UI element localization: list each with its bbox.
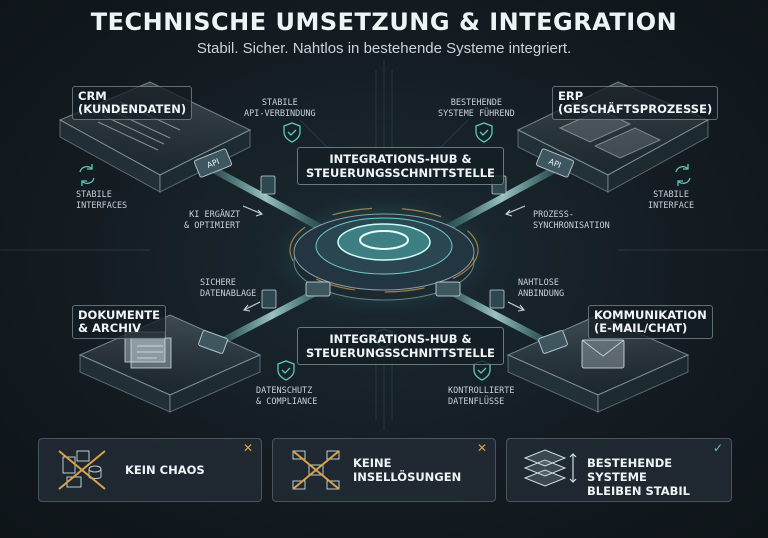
hub-label-top: INTEGRATIONS-HUB & STEUERUNGSSCHNITTSTEL… (297, 147, 504, 185)
annotation-prozess-sync: PROZESS- SYNCHRONISATION (533, 210, 610, 231)
annotation-stabile-interfaces: STABILE INTERFACES (76, 190, 127, 211)
annotation-sichere-datenablage: SICHERE DATENABLAGE (200, 278, 256, 299)
sync-icon (676, 164, 690, 186)
node-label-crm: CRM (KUNDENDATEN) (72, 86, 192, 120)
annotation-stabile-api: STABILE API-VERBINDUNG (244, 98, 316, 119)
card-keine-insellosungen: KEINE INSELLÖSUNGEN ✕ (272, 438, 496, 502)
card-text: BESTEHENDE SYSTEME BLEIBEN STABIL (587, 456, 731, 498)
card-text: KEIN CHAOS (125, 463, 205, 477)
node-label-kommunikation: KOMMUNIKATION (E-MAIL/CHAT) (588, 305, 713, 339)
annotation-nahtlose-anbindung: NAHTLOSE ANBINDUNG (518, 278, 564, 299)
shield-check-icon (476, 123, 492, 142)
annotation-kontrollierte: KONTROLLIERTE DATENFLÜSSE (448, 386, 515, 407)
stack-layers-icon (519, 446, 579, 494)
annotation-datenschutz: DATENSCHUTZ & COMPLIANCE (256, 386, 317, 407)
annotation-ki-ergaenzt: KI ERGÄNZT & OPTIMIERT (184, 210, 240, 231)
card-kein-chaos: KEIN CHAOS ✕ (38, 438, 262, 502)
shield-check-icon (284, 123, 300, 142)
mail-icon (582, 340, 624, 368)
check-icon: ✓ (713, 441, 723, 455)
sync-icon (80, 164, 94, 186)
annotation-stabile-interface: STABILE INTERFACE (648, 190, 694, 211)
x-icon: ✕ (477, 441, 487, 455)
x-icon: ✕ (243, 441, 253, 455)
card-bestehende-systeme: BESTEHENDE SYSTEME BLEIBEN STABIL ✓ (506, 438, 732, 502)
node-label-erp: ERP (GESCHÄFTSPROZESSE) (552, 86, 718, 120)
chaos-icon (55, 447, 109, 493)
shield-check-icon (278, 361, 294, 380)
annotation-bestehende-systeme: BESTEHENDE SYSTEME FÜHREND (438, 98, 515, 119)
islands-icon (289, 447, 343, 493)
hub-label-bottom: INTEGRATIONS-HUB & STEUERUNGSSCHNITTSTEL… (297, 327, 504, 365)
node-label-dokumente: DOKUMENTE & ARCHIV (72, 305, 166, 339)
integration-hub (264, 193, 504, 317)
card-text: KEINE INSELLÖSUNGEN (353, 456, 461, 484)
